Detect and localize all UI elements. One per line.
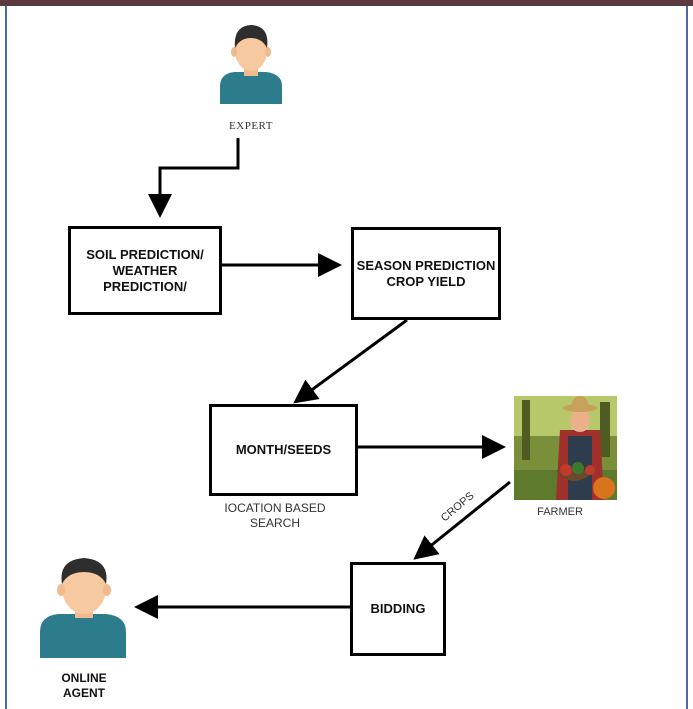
node-month-seeds: MONTH/SEEDS: [209, 404, 358, 496]
edge-season-to-month: [293, 318, 408, 404]
top-bar: [0, 0, 693, 6]
farmer-label: FARMER: [537, 506, 583, 518]
online-agent-person-icon: [40, 558, 126, 658]
expert-label: EXPERT: [229, 120, 273, 132]
node-soil-weather-prediction: SOIL PREDICTION/ WEATHER PREDICTION/: [68, 226, 222, 315]
edge-expert-to-soil: [148, 138, 240, 218]
farmer-photo: [514, 396, 617, 500]
location-search-label: IOCATION BASED SEARCH: [224, 501, 326, 530]
edge-farmer-to-bidding: [413, 480, 511, 560]
node-season-crop-yield: SEASON PREDICTION CROP YIELD: [351, 227, 501, 320]
node-bidding: BIDDING: [350, 562, 446, 656]
online-agent-label: ONLINE AGENT: [61, 671, 107, 700]
expert-person-icon: [220, 25, 282, 104]
diagram-frame: [5, 6, 688, 709]
